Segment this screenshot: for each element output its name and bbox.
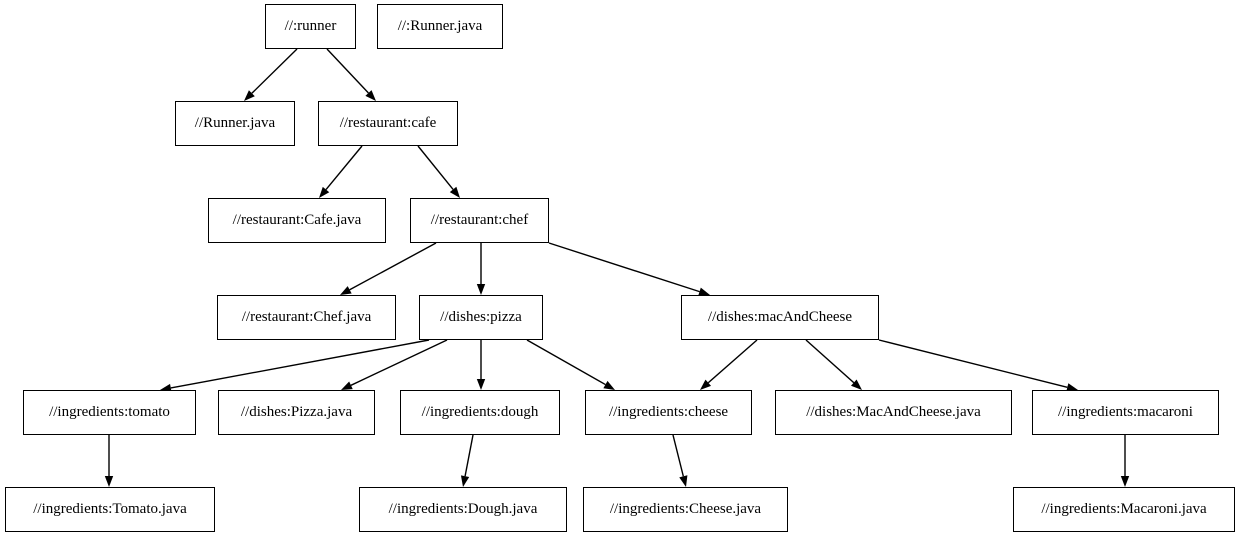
graph-node-dishes_pizza_java[interactable]: //dishes:Pizza.java: [218, 390, 375, 435]
graph-edge-arrowhead: [340, 286, 352, 295]
graph-node-label: //ingredients:dough: [421, 404, 539, 420]
graph-node-label: //ingredients:macaroni: [1058, 404, 1193, 420]
graph-edge-arrowhead: [341, 381, 353, 390]
graph-node-ingredients_dough[interactable]: //ingredients:dough: [400, 390, 560, 435]
graph-node-ingredients_tomato_java[interactable]: //ingredients:Tomato.java: [5, 487, 215, 532]
graph-edge: [251, 48, 298, 94]
graph-node-label: //ingredients:cheese: [608, 404, 729, 420]
graph-node-label: //Runner.java: [194, 115, 276, 131]
graph-node-label: //restaurant:cafe: [339, 115, 437, 131]
graph-edge: [464, 434, 474, 477]
graph-edge-arrowhead: [244, 90, 255, 101]
graph-node-label: //:runner: [284, 18, 337, 34]
graph-node-runner_java[interactable]: //Runner.java: [175, 101, 295, 146]
graph-node-ingredients_macaroni[interactable]: //ingredients:macaroni: [1032, 390, 1219, 435]
graph-edge-arrowhead: [104, 476, 114, 487]
graph-node-dishes_macandcheese_java[interactable]: //dishes:MacAndCheese.java: [775, 390, 1012, 435]
graph-edge: [349, 242, 437, 291]
graph-edge-arrowhead: [319, 186, 330, 198]
graph-node-restaurant_chef[interactable]: //restaurant:chef: [410, 198, 549, 243]
graph-edge: [417, 145, 454, 190]
graph-node-ingredients_cheese_java[interactable]: //ingredients:Cheese.java: [583, 487, 788, 532]
graph-node-label: //restaurant:Chef.java: [241, 309, 372, 325]
graph-node-label: //ingredients:tomato: [49, 404, 170, 420]
graph-node-label: //dishes:macAndCheese: [707, 309, 853, 325]
graph-node-label: //dishes:MacAndCheese.java: [806, 404, 981, 420]
graph-edge: [170, 339, 430, 389]
graph-edge: [548, 242, 700, 293]
graph-node-runner[interactable]: //:runner: [265, 4, 356, 49]
graph-edge: [325, 145, 363, 190]
graph-node-restaurant_cafe_java[interactable]: //restaurant:Cafe.java: [208, 198, 386, 243]
graph-edge: [326, 48, 369, 94]
graph-edge-arrowhead: [476, 379, 486, 390]
graph-edge: [878, 339, 1068, 388]
graph-node-label: //:Runner.java: [397, 18, 483, 34]
graph-node-label: //ingredients:Macaroni.java: [1041, 501, 1207, 517]
graph-node-root_runner_java[interactable]: //:Runner.java: [377, 4, 503, 49]
graph-edge-arrowhead: [365, 90, 376, 101]
graph-node-label: //ingredients:Cheese.java: [609, 501, 762, 517]
graph-edge: [805, 339, 855, 384]
graph-edge-arrowhead: [1120, 476, 1130, 487]
graph-edge-arrowhead: [700, 379, 712, 390]
graph-edge: [350, 339, 448, 386]
graph-node-label: //dishes:Pizza.java: [240, 404, 353, 420]
graph-node-label: //ingredients:Dough.java: [388, 501, 538, 517]
graph-edge: [672, 434, 685, 477]
graph-node-ingredients_dough_java[interactable]: //ingredients:Dough.java: [359, 487, 567, 532]
graph-edge-arrowhead: [679, 475, 688, 487]
graph-node-ingredients_tomato[interactable]: //ingredients:tomato: [23, 390, 196, 435]
graph-edge-arrowhead: [850, 379, 862, 390]
graph-node-label: //ingredients:Tomato.java: [33, 501, 187, 517]
graph-edge: [707, 339, 758, 384]
graph-edge: [526, 339, 606, 386]
graph-edge-arrowhead: [603, 380, 615, 390]
graph-edge-arrowhead: [449, 186, 460, 198]
graph-edge-arrowhead: [460, 475, 470, 487]
graph-node-dishes_pizza[interactable]: //dishes:pizza: [419, 295, 543, 340]
graph-node-label: //restaurant:chef: [430, 212, 529, 228]
graph-node-restaurant_chef_java[interactable]: //restaurant:Chef.java: [217, 295, 396, 340]
graph-node-restaurant_cafe[interactable]: //restaurant:cafe: [318, 101, 458, 146]
graph-node-label: //dishes:pizza: [440, 309, 522, 325]
graph-node-ingredients_cheese[interactable]: //ingredients:cheese: [585, 390, 752, 435]
graph-edge-arrowhead: [476, 284, 486, 295]
graph-node-dishes_macandcheese[interactable]: //dishes:macAndCheese: [681, 295, 879, 340]
graph-node-label: //restaurant:Cafe.java: [232, 212, 362, 228]
graph-node-ingredients_macaroni_java[interactable]: //ingredients:Macaroni.java: [1013, 487, 1235, 532]
